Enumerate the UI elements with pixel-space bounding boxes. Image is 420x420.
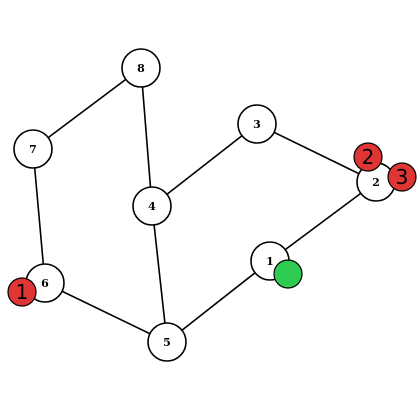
node-4-label: 4 (148, 200, 156, 213)
node-8-label: 8 (137, 62, 145, 75)
node-7-circle (13, 129, 53, 169)
marker-circle (387, 162, 417, 192)
node-8-circle (121, 48, 161, 88)
marker-label: 1 (16, 280, 29, 304)
node-7-label: 7 (29, 143, 37, 156)
marker-circle (273, 259, 303, 289)
node-4-circle (132, 186, 172, 226)
node-3[interactable]: 3 (237, 104, 277, 144)
edge-2-1 (269, 181, 377, 262)
marker-circle (7, 277, 37, 307)
node-2-label: 2 (372, 176, 380, 189)
edge-1-5 (166, 260, 271, 343)
node-4[interactable]: 4 (132, 186, 172, 226)
marker-green (273, 259, 303, 289)
marker-2: 2 (353, 142, 383, 172)
edge-4-5 (151, 205, 168, 343)
edge-3-2 (256, 123, 377, 183)
marker-circle (353, 142, 383, 172)
marker-1: 1 (7, 277, 37, 307)
markers-layer: 123 (7, 142, 417, 307)
node-1-label: 1 (266, 255, 274, 268)
edge-8-4 (140, 67, 153, 207)
nodes-layer: 1 2 3 4 5 6 7 8 (13, 48, 396, 362)
marker-label: 3 (396, 165, 409, 189)
marker-3: 3 (387, 162, 417, 192)
node-3-label: 3 (253, 118, 261, 131)
marker-label: 2 (362, 145, 375, 169)
edge-7-6 (32, 148, 46, 284)
edges-layer (32, 67, 377, 343)
node-5-label: 5 (163, 336, 171, 349)
node-3-circle (237, 104, 277, 144)
edge-4-3 (151, 123, 258, 207)
node-8[interactable]: 8 (121, 48, 161, 88)
node-7[interactable]: 7 (13, 129, 53, 169)
edge-8-7 (32, 67, 142, 150)
node-6-label: 6 (41, 277, 49, 290)
edge-6-5 (44, 282, 168, 343)
node-5-circle (147, 322, 187, 362)
node-5[interactable]: 5 (147, 322, 187, 362)
